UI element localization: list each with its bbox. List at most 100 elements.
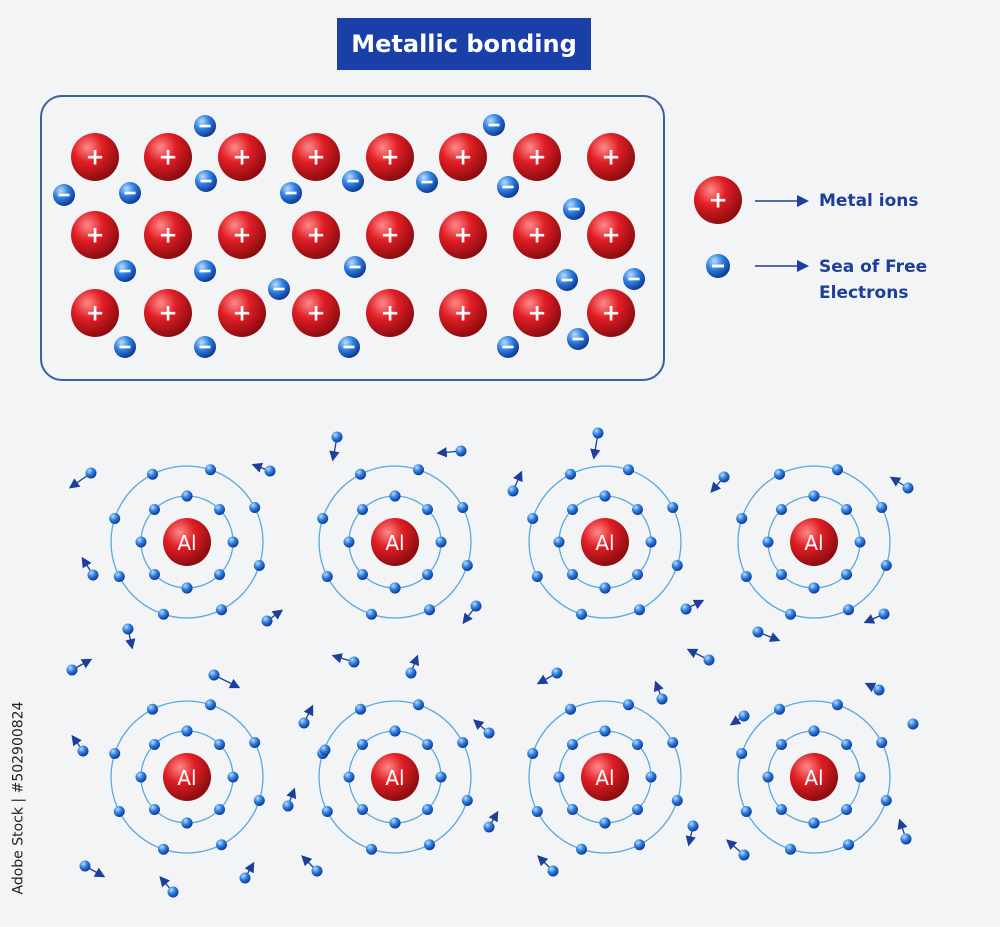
- metal-ion: +: [587, 289, 635, 337]
- shell-electron: [553, 536, 565, 548]
- moving-electron: [864, 682, 885, 696]
- free-electron-dot: [208, 669, 220, 681]
- ion-plus-sign: +: [527, 301, 546, 327]
- shell-electron: [762, 536, 774, 548]
- ion-plus-sign: +: [306, 223, 325, 249]
- shell-electron: [424, 839, 436, 851]
- shell-electron: [632, 569, 644, 581]
- free-electron: [338, 336, 360, 358]
- shell-electron: [214, 569, 226, 581]
- shell-electron: [634, 604, 646, 616]
- ion-plus-sign: +: [380, 301, 399, 327]
- shell-electron: [808, 817, 820, 829]
- electron-shell: [110, 465, 264, 619]
- ion-plus-sign: +: [453, 145, 472, 171]
- shell-electron: [553, 771, 565, 783]
- shell-electron: [422, 738, 434, 750]
- shell-electron: [227, 771, 239, 783]
- free-electron-dot: [261, 615, 273, 627]
- shell-electron: [146, 703, 158, 715]
- shell-electron: [531, 571, 543, 583]
- shell-electron: [253, 559, 265, 571]
- free-electron: [194, 115, 216, 137]
- moving-electron: [537, 855, 559, 877]
- moving-electron: [462, 600, 482, 625]
- nucleus: [581, 753, 629, 801]
- nucleus: [371, 518, 419, 566]
- shell-electron: [389, 582, 401, 594]
- free-electron: [268, 278, 290, 300]
- free-electron: [567, 328, 589, 350]
- nucleus: [790, 518, 838, 566]
- free-electron-dot: [873, 684, 885, 696]
- ion-plus-sign: +: [708, 188, 727, 214]
- moving-electron: [710, 471, 730, 493]
- shell-electron: [632, 738, 644, 750]
- shell-electron: [773, 703, 785, 715]
- moving-electron: [405, 654, 420, 679]
- free-electron-dot: [656, 693, 668, 705]
- free-electron-dot: [507, 485, 519, 497]
- metal-ion: +: [513, 211, 561, 259]
- moving-electron: [251, 462, 276, 477]
- shell-electron: [667, 501, 679, 513]
- free-electron-dot: [282, 800, 294, 812]
- shell-electron: [736, 513, 748, 525]
- moving-electron: [536, 667, 563, 685]
- shell-electron: [880, 559, 892, 571]
- shell-electron: [564, 703, 576, 715]
- shell-electron: [740, 571, 752, 583]
- shell-electron: [216, 604, 228, 616]
- shell-electron: [317, 513, 329, 525]
- free-electron: [119, 182, 141, 204]
- free-electron: [344, 256, 366, 278]
- shell-electron: [181, 817, 193, 829]
- moving-electron: [686, 648, 715, 666]
- atom-symbol: Al: [595, 531, 614, 555]
- shell-electron: [808, 725, 820, 737]
- moving-electron: [653, 680, 668, 705]
- shell-electron: [564, 468, 576, 480]
- free-electron-dot: [348, 656, 360, 668]
- shell-electron: [634, 839, 646, 851]
- metal-ion: +: [513, 289, 561, 337]
- nucleus: [581, 518, 629, 566]
- free-electron-dot: [85, 467, 97, 479]
- free-electron-dot: [122, 623, 134, 635]
- moving-electron: [907, 718, 919, 730]
- electron-shell: [528, 465, 682, 619]
- moving-electron: [726, 839, 750, 861]
- shell-electron: [158, 843, 170, 855]
- metal-ion: +: [144, 289, 192, 337]
- moving-electron: [752, 626, 781, 642]
- electron-shell: [318, 700, 472, 854]
- ion-plus-sign: +: [527, 223, 546, 249]
- free-electron: [416, 171, 438, 193]
- lattice-box: [40, 95, 665, 381]
- shell-electron: [422, 569, 434, 581]
- moving-electron: [329, 431, 343, 462]
- shell-electron: [841, 738, 853, 750]
- shell-electron: [599, 490, 611, 502]
- shell-electron: [527, 513, 539, 525]
- al-atom: Al: [736, 464, 892, 620]
- free-electron-dot: [405, 667, 417, 679]
- metal-ion: +: [366, 133, 414, 181]
- shell-electron: [227, 536, 239, 548]
- free-electron-dot: [551, 667, 563, 679]
- shell-electron: [645, 536, 657, 548]
- shell-electron: [412, 464, 424, 476]
- shell-electron: [214, 503, 226, 515]
- legend-label-free-electrons-line1: Sea of Free: [819, 257, 928, 277]
- moving-electron: [889, 476, 914, 494]
- shell-electron: [354, 468, 366, 480]
- shell-electron: [785, 608, 797, 620]
- metal-ion: +: [71, 289, 119, 337]
- free-electron-dot: [680, 603, 692, 615]
- free-electron: [497, 176, 519, 198]
- moving-electron: [239, 861, 255, 884]
- moving-electron: [122, 623, 136, 650]
- shell-electron: [762, 771, 774, 783]
- shell-electron: [422, 804, 434, 816]
- ion-plus-sign: +: [306, 145, 325, 171]
